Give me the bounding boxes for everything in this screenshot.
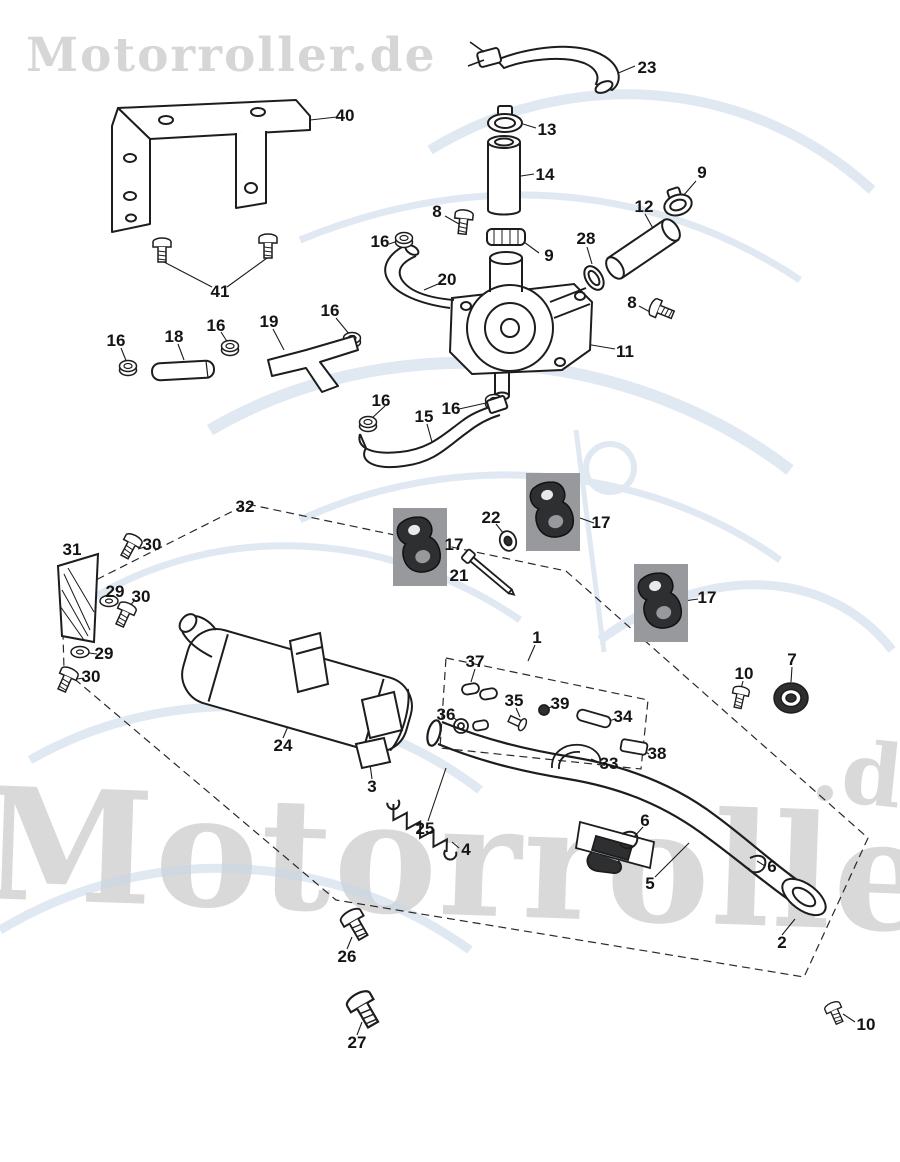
- part-24-muffler: [178, 613, 413, 770]
- part-26-bolt: [337, 904, 374, 945]
- assembly-dashed-outline: [61, 503, 869, 978]
- part-20-hose: [384, 243, 455, 309]
- part-15-hose: [358, 395, 509, 468]
- watermark-brand-top: Motorroller.de: [26, 28, 437, 83]
- part-10-bolt-lower: [822, 999, 848, 1027]
- part-16-clamps: [118, 231, 504, 433]
- part-34-sleeve: [576, 708, 612, 729]
- part-18-tube: [151, 359, 216, 382]
- part-19-y-hose: [267, 335, 359, 393]
- part-38-plate: [619, 738, 649, 756]
- part-23-breather-hose: [467, 41, 620, 94]
- part-21-bolt: [460, 548, 516, 596]
- part-8-bolt-right: [646, 296, 677, 324]
- part-17-mounts: [392, 472, 689, 643]
- part-7-grommet: [773, 682, 809, 714]
- part-10-bolt-upper: [729, 684, 751, 711]
- part-5-bracket: [574, 820, 656, 874]
- part-2-exhaust-flange: [781, 877, 827, 917]
- part-41-bolts: [152, 233, 278, 263]
- part-35-screw: [507, 714, 528, 732]
- part-39-nut: [538, 704, 550, 716]
- part-9-clamp-lower: [486, 228, 526, 246]
- part-25-exhaust-pipe: [426, 719, 801, 903]
- part-12-tube: [605, 218, 681, 280]
- part-1-heat-shield-outline: [439, 657, 649, 770]
- part-14-tube: [487, 135, 521, 216]
- part-3-strap: [354, 736, 392, 770]
- part-40-bracket: [111, 99, 311, 233]
- part-11-water-pump: [448, 228, 594, 401]
- part-9-clamp-upper: [663, 186, 693, 217]
- part-4-spring: [386, 799, 458, 861]
- part-28-clamp: [583, 265, 605, 291]
- part-22-washer: [498, 530, 518, 552]
- part-6-hooks: [619, 830, 767, 874]
- part-13-clamp: [487, 105, 523, 133]
- part-33-hook: [551, 743, 602, 769]
- parts-33-39-small-hardware: [453, 682, 649, 770]
- part-37-spacers: [461, 682, 480, 696]
- part-31-bracket: [56, 552, 100, 644]
- part-27-bolt: [343, 986, 386, 1033]
